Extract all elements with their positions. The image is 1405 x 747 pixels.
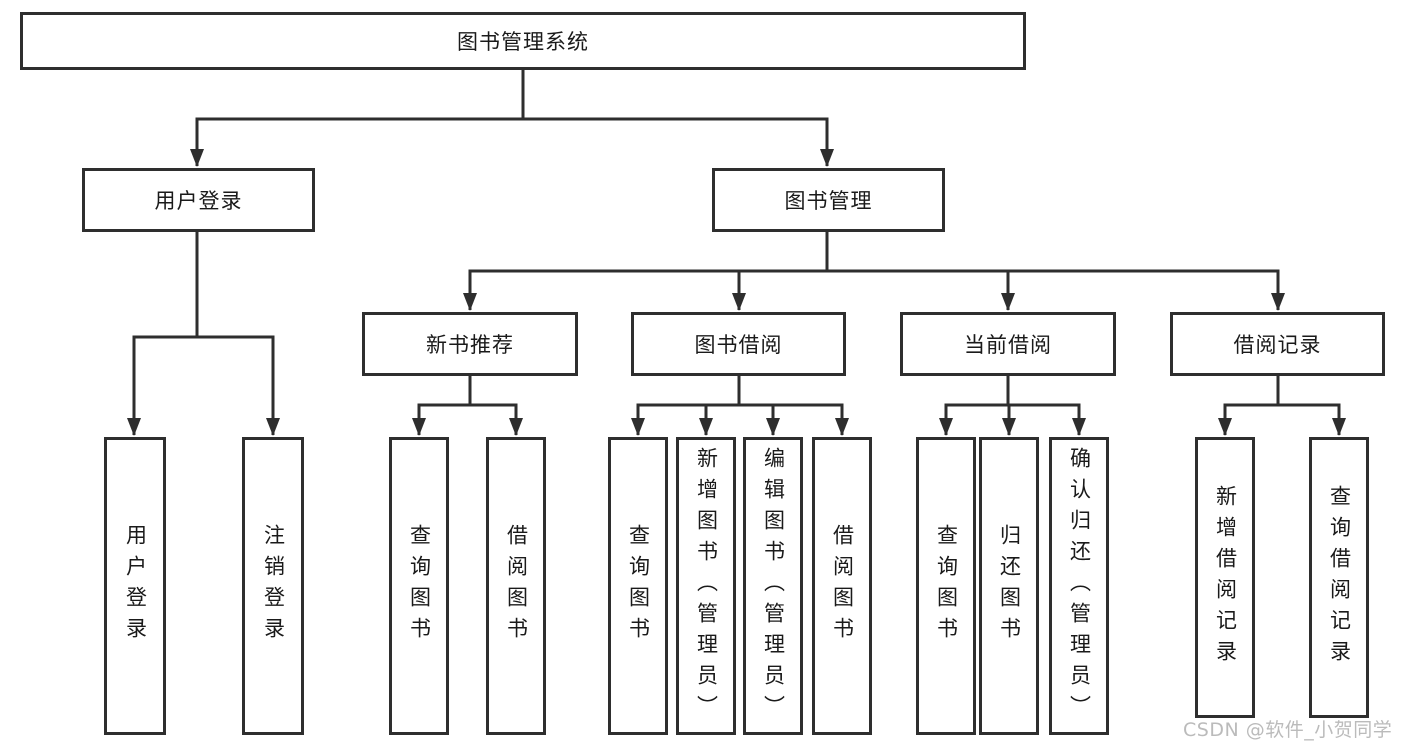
node-borrowing-records: 借阅记录 — [1170, 312, 1385, 376]
leaf-edit-books-admin: 编辑图书（管理员） — [743, 437, 803, 735]
leaf-label: 确认归还（管理员） — [1067, 446, 1092, 726]
leaf-label: 归还图书 — [997, 524, 1022, 648]
leaf-label: 编辑图书（管理员） — [761, 446, 786, 726]
leaf-label: 查询图书 — [934, 524, 959, 648]
leaf-logout: 注销登录 — [242, 437, 304, 735]
connector-new-book-recommend — [412, 376, 523, 436]
node-root: 图书管理系统 — [20, 12, 1026, 70]
connector-book-borrowing — [631, 376, 849, 436]
node-current-borrowing: 当前借阅 — [900, 312, 1116, 376]
leaf-query-borrow-record: 查询借阅记录 — [1309, 437, 1369, 718]
leaf-borrow-books-1: 借阅图书 — [486, 437, 546, 735]
leaf-label: 借阅图书 — [830, 524, 855, 648]
connector-current-borrowing — [939, 376, 1086, 436]
leaf-query-books-3: 查询图书 — [916, 437, 976, 735]
leaf-query-books-1: 查询图书 — [389, 437, 449, 735]
leaf-query-books-2: 查询图书 — [608, 437, 668, 735]
leaf-label: 查询图书 — [626, 524, 651, 648]
leaf-label: 借阅图书 — [504, 524, 529, 648]
node-user-login: 用户登录 — [82, 168, 315, 232]
connector-borrowing-records — [1218, 376, 1346, 436]
leaf-add-borrow-record: 新增借阅记录 — [1195, 437, 1255, 718]
leaf-label: 用户登录 — [123, 524, 148, 648]
leaf-label: 新增借阅记录 — [1213, 484, 1238, 671]
leaf-return-books: 归还图书 — [979, 437, 1039, 735]
leaf-label: 查询图书 — [407, 524, 432, 648]
leaf-confirm-return-admin: 确认归还（管理员） — [1049, 437, 1109, 735]
node-book-borrowing: 图书借阅 — [631, 312, 846, 376]
connector-book-management — [463, 232, 1285, 311]
connector-user-login — [127, 232, 280, 436]
leaf-label: 注销登录 — [261, 524, 286, 648]
connector-root — [190, 70, 834, 167]
leaf-add-books-admin: 新增图书（管理员） — [676, 437, 736, 735]
leaf-label: 新增图书（管理员） — [694, 446, 719, 726]
node-book-management: 图书管理 — [712, 168, 945, 232]
csdn-watermark: CSDN @软件_小贺同学 — [1183, 719, 1393, 741]
node-new-book-recommend: 新书推荐 — [362, 312, 578, 376]
leaf-user-login: 用户登录 — [104, 437, 166, 735]
leaf-borrow-books-2: 借阅图书 — [812, 437, 872, 735]
leaf-label: 查询借阅记录 — [1327, 484, 1352, 671]
